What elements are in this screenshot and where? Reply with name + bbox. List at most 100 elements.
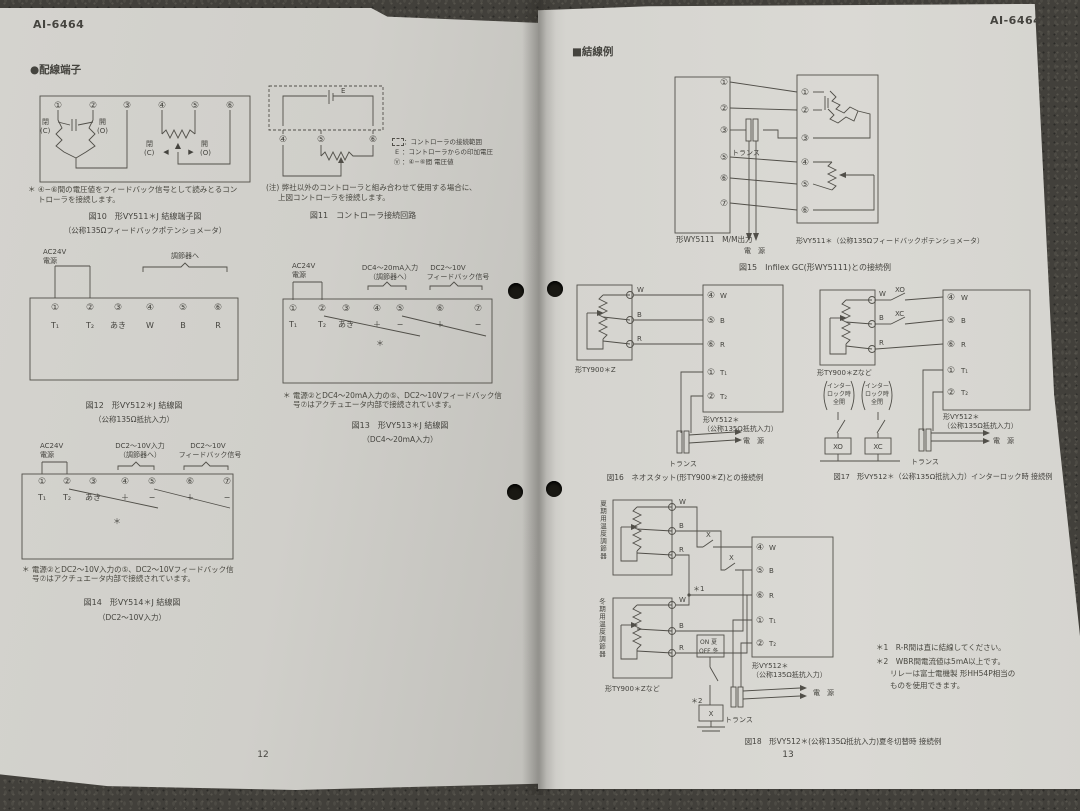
fig13-brace1	[367, 281, 407, 290]
svg-text:あき: あき	[338, 320, 354, 329]
svg-text:⑥: ⑥	[186, 477, 194, 487]
svg-text:＋: ＋	[186, 493, 194, 502]
section-title-wiring-terminals: ●配線端子	[30, 64, 82, 76]
svg-text:T₁: T₁	[719, 369, 727, 377]
fig13-caption-sub: （DC4～20mA入力）	[362, 435, 438, 444]
fig12-brace-label: 調節器へ	[171, 251, 199, 260]
svg-text:⑤: ⑤	[179, 303, 187, 313]
svg-text:B: B	[769, 567, 774, 575]
svg-text:T₂: T₂	[62, 493, 71, 502]
svg-text:④: ④	[158, 101, 166, 111]
svg-text:②: ②	[947, 388, 955, 398]
fig17-actuator-label: 形VY512＊	[943, 413, 979, 421]
fig18-x-switch2: X	[729, 554, 734, 562]
svg-text:④: ④	[947, 293, 955, 303]
fig17-relay-xc: XC	[873, 443, 882, 451]
right-page-header: AI-6464	[990, 14, 1042, 27]
fig17-power-label: 電 源	[993, 436, 1014, 445]
fig14-power-label: AC24V	[40, 442, 63, 450]
svg-text:−: −	[475, 320, 482, 329]
fig18-summer-pot	[620, 506, 673, 562]
fig13-diagram: AC24V 電源 DC4～20mA入力 （調節器へ） DC2～10V フィードバ…	[282, 262, 493, 384]
fig14-caption-sub: （DC2～10V入力）	[98, 613, 166, 622]
fig10-wiper-arrow: ▲	[175, 141, 182, 150]
fig17-transformer	[918, 428, 990, 452]
svg-text:▶: ▶	[188, 148, 194, 156]
svg-text:⑥: ⑥	[214, 303, 222, 313]
fig18-note4: ものを使用できます。	[890, 681, 965, 690]
svg-text:T₂: T₂	[719, 393, 727, 401]
fig17-trans-label: トランス	[911, 458, 939, 466]
fig13-internal-link2	[401, 315, 487, 337]
svg-text:②: ②	[756, 639, 764, 649]
fig18-caption: 図18 形VY512＊(公称135Ω抵抗入力)夏冬切替時 接続例	[744, 737, 942, 746]
svg-text:B: B	[637, 311, 642, 319]
svg-text:⑥: ⑥	[436, 304, 444, 314]
svg-text:(C): (C)	[144, 149, 155, 157]
fig18-transformer	[730, 685, 807, 708]
fig11-caption: 図11 コントローラ接続回路	[309, 211, 417, 220]
svg-text:R: R	[879, 339, 884, 347]
fig18-star2: ＊2	[691, 697, 702, 705]
svg-text:T₂: T₂	[768, 640, 776, 648]
svg-text:フィードバック信号: フィードバック信号	[179, 450, 242, 459]
svg-text:⑥: ⑥	[369, 135, 377, 145]
svg-text:①: ①	[801, 88, 809, 98]
svg-text:④: ④	[279, 135, 287, 145]
svg-text:⑤: ⑤	[396, 304, 404, 314]
fig16-actuator-label: 形VY512＊	[703, 416, 739, 424]
svg-text:④: ④	[756, 543, 764, 553]
svg-text:あき: あき	[85, 493, 101, 502]
svg-text:②: ②	[63, 477, 71, 487]
fig11-diagram: E ④ ⑤ ⑥	[268, 85, 384, 177]
svg-text:ロック時: ロック時	[865, 390, 889, 398]
svg-text:W: W	[146, 321, 154, 330]
svg-text:W: W	[961, 294, 968, 302]
svg-text:⑥: ⑥	[801, 206, 809, 216]
svg-text:(O): (O)	[97, 127, 108, 135]
svg-text:W: W	[720, 292, 727, 300]
svg-text:あき: あき	[110, 321, 126, 330]
fig18-winter-pot	[620, 604, 673, 660]
svg-text:⑥: ⑥	[226, 101, 234, 111]
svg-text:⑥: ⑥	[720, 174, 728, 184]
svg-text:③: ③	[114, 303, 122, 313]
fig16-wires	[634, 294, 703, 433]
svg-text:R: R	[679, 546, 684, 554]
svg-text:電源: 電源	[292, 270, 306, 279]
svg-text:③: ③	[720, 126, 728, 136]
svg-text:電源: 電源	[40, 450, 54, 459]
section-title-wiring-examples: ■結線例	[572, 46, 614, 58]
fig18-off-label: OFF 冬	[699, 647, 719, 655]
right-page-number: 13	[782, 750, 794, 760]
fig15-transformer	[745, 118, 759, 241]
punch-hole	[546, 481, 562, 497]
fig18-note2: ＊2 WBR間電流値は5mA以上です。	[876, 657, 1006, 666]
fig16-caption: 図16 ネオスタット(形TY900＊Z)との接続例	[606, 473, 764, 482]
svg-text:⑤: ⑤	[191, 101, 199, 111]
svg-text:B: B	[879, 314, 884, 322]
fig11-pot-wires	[282, 145, 374, 177]
svg-text:T₁: T₁	[50, 321, 59, 330]
svg-text:R: R	[637, 335, 642, 343]
svg-text:②: ②	[720, 104, 728, 114]
fig18-on-label: ON 夏	[700, 639, 717, 646]
fig12-power-label: AC24V	[43, 248, 66, 256]
svg-text:W: W	[637, 286, 644, 294]
svg-text:DC2～10V: DC2～10V	[190, 442, 226, 450]
svg-text:T₁: T₁	[768, 617, 776, 625]
fig18-wires	[676, 506, 752, 687]
fig14-brace2	[183, 461, 229, 470]
fig16-power-label: 電 源	[743, 436, 764, 445]
svg-text:（調節器へ）: （調節器へ）	[119, 450, 161, 459]
svg-text:開: 開	[201, 140, 208, 148]
svg-text:③: ③	[342, 304, 350, 314]
svg-text:T₂: T₂	[317, 320, 326, 329]
fig14-diagram: AC24V 電源 DC2～10V入力 （調節器へ） DC2～10V フィードバッ…	[21, 441, 242, 560]
left-page-header: AI-6464	[33, 18, 85, 31]
svg-text:R: R	[720, 341, 725, 349]
svg-text:⑦: ⑦	[223, 477, 231, 487]
svg-text:電源: 電源	[43, 256, 57, 265]
svg-text:①: ①	[756, 616, 764, 626]
